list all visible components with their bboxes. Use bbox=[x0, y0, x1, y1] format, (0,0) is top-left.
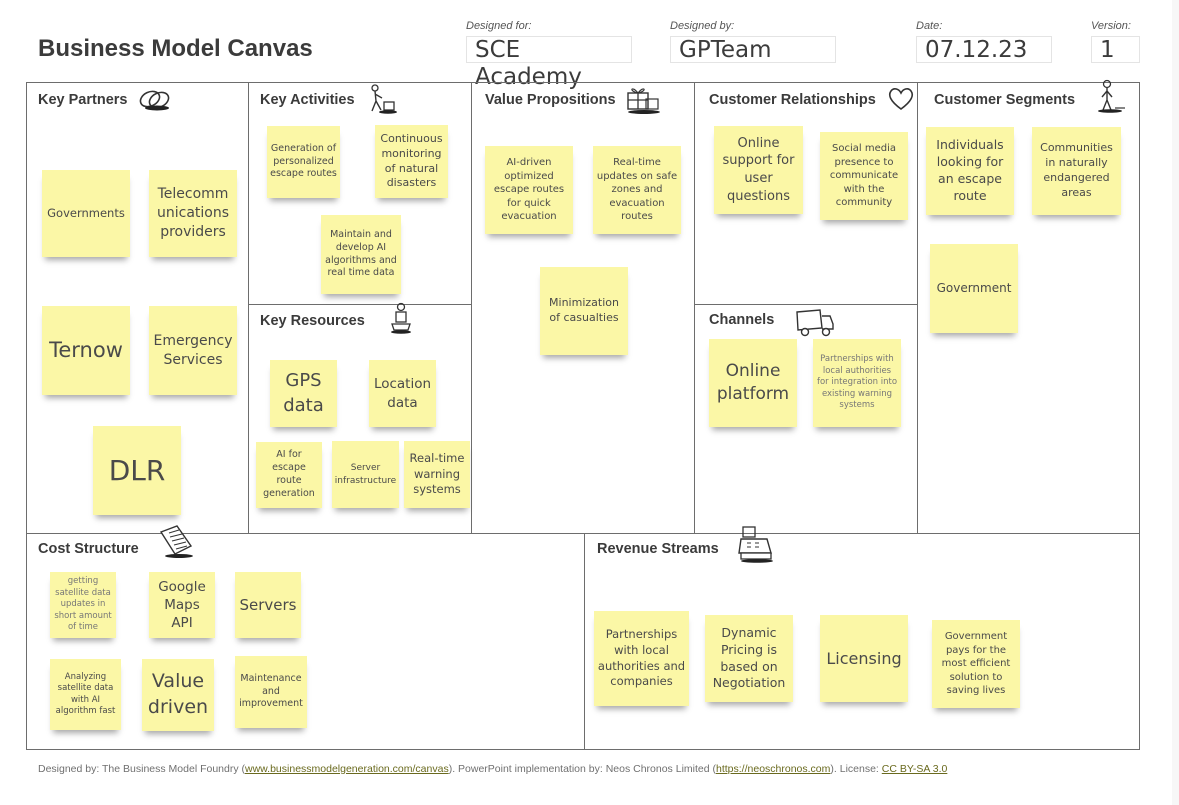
section-value-propositions: Value Propositions bbox=[485, 92, 616, 108]
sticky-note-location-data[interactable]: Location data bbox=[369, 360, 436, 427]
divider bbox=[26, 533, 1140, 534]
footer-text: ). License: bbox=[830, 763, 882, 775]
divider bbox=[584, 533, 585, 750]
delivery-truck-icon bbox=[796, 309, 834, 337]
footer-link-neoschronos[interactable]: https://neoschronos.com bbox=[716, 763, 831, 775]
sticky-note-government-pays[interactable]: Government pays for the most efficient s… bbox=[932, 620, 1020, 708]
section-key-partners: Key Partners bbox=[38, 92, 128, 108]
sticky-note-minimization-casualties[interactable]: Minimization of casualties bbox=[540, 267, 628, 355]
section-key-resources: Key Resources bbox=[260, 313, 365, 329]
business-model-canvas bbox=[26, 82, 1140, 750]
sticky-note-realtime-updates[interactable]: Real-time updates on safe zones and evac… bbox=[593, 146, 681, 234]
heart-icon bbox=[888, 88, 914, 110]
sticky-note-licensing[interactable]: Licensing bbox=[820, 615, 908, 702]
date-field[interactable]: 07.12.23 bbox=[916, 36, 1052, 63]
footer-credits: Designed by: The Business Model Foundry … bbox=[38, 763, 947, 775]
sticky-note-social-media[interactable]: Social media presence to communicate wit… bbox=[820, 132, 908, 220]
sticky-note-gps-data[interactable]: GPS data bbox=[270, 360, 337, 427]
divider bbox=[471, 82, 472, 533]
sticky-note-emergency-services[interactable]: Emergency Services bbox=[149, 306, 237, 395]
sticky-note-online-platform[interactable]: Online platform bbox=[709, 339, 797, 427]
designed-for-field[interactable]: SCE Academy bbox=[466, 36, 632, 90]
sticky-note-google-maps-api[interactable]: Google Maps API bbox=[149, 572, 215, 638]
sticky-note-realtime-warning[interactable]: Real-time warning systems bbox=[404, 441, 470, 508]
sticky-note-server-infrastructure[interactable]: Server infrastructure bbox=[332, 441, 399, 508]
version-label: Version: bbox=[1091, 20, 1131, 32]
section-channels: Channels bbox=[709, 312, 775, 328]
sticky-note-analyzing-satellite[interactable]: Analyzing satellite data with AI algorit… bbox=[50, 659, 121, 730]
divider bbox=[694, 82, 695, 533]
sticky-note-servers[interactable]: Servers bbox=[235, 572, 301, 638]
footer-link-license[interactable]: CC BY-SA 3.0 bbox=[881, 763, 948, 775]
cash-register-icon bbox=[738, 526, 773, 563]
sticky-note-telecom-providers[interactable]: Telecomm unications providers bbox=[149, 170, 237, 257]
section-customer-relationships: Customer Relationships bbox=[709, 92, 876, 108]
sticky-note-maintenance[interactable]: Maintenance and improvement bbox=[235, 656, 307, 728]
section-key-activities: Key Activities bbox=[260, 92, 355, 108]
page-title: Business Model Canvas bbox=[38, 35, 313, 62]
sticky-note-satellite-data[interactable]: getting satellite data updates in short … bbox=[50, 572, 116, 638]
sticky-note-generation-routes[interactable]: Generation of personalized escape routes bbox=[267, 126, 340, 198]
footer-link-businessmodel[interactable]: www.businessmodelgeneration.com/canvas bbox=[245, 763, 449, 775]
divider bbox=[694, 304, 917, 305]
section-revenue-streams: Revenue Streams bbox=[597, 541, 719, 557]
sticky-note-value-driven[interactable]: Value driven bbox=[142, 659, 214, 731]
sticky-note-maintain-ai[interactable]: Maintain and develop AI algorithms and r… bbox=[321, 215, 401, 294]
sticky-note-rev-partnerships[interactable]: Partnerships with local authorities and … bbox=[594, 611, 689, 706]
sticky-note-ai-escape-route[interactable]: AI for escape route generation bbox=[256, 442, 322, 508]
sticky-note-government[interactable]: Government bbox=[930, 244, 1018, 333]
divider bbox=[248, 304, 471, 305]
price-tag-icon bbox=[159, 525, 193, 558]
divider bbox=[248, 82, 249, 533]
sticky-note-governments[interactable]: Governments bbox=[42, 170, 130, 257]
chain-link-icon bbox=[139, 90, 170, 111]
designed-by-label: Designed by: bbox=[670, 20, 735, 32]
person-icon bbox=[1098, 79, 1125, 113]
sticky-note-partnerships-warning[interactable]: Partnerships with local authorities for … bbox=[813, 339, 901, 427]
sticky-note-dynamic-pricing[interactable]: Dynamic Pricing is based on Negotiation bbox=[705, 615, 793, 702]
sticky-note-ai-driven-routes[interactable]: AI-driven optimized escape routes for qu… bbox=[485, 146, 573, 234]
section-cost-structure: Cost Structure bbox=[38, 541, 139, 557]
right-scroll-gutter bbox=[1172, 0, 1179, 805]
designed-by-field[interactable]: GPTeam bbox=[670, 36, 836, 63]
designed-for-label: Designed for: bbox=[466, 20, 532, 32]
sticky-note-ternow[interactable]: Ternow bbox=[42, 306, 130, 395]
person-working-icon bbox=[371, 84, 397, 114]
sticky-note-communities[interactable]: Communities in naturally endangered area… bbox=[1032, 127, 1121, 215]
version-field[interactable]: 1 bbox=[1091, 36, 1140, 63]
gift-icon bbox=[627, 88, 660, 114]
sticky-note-online-support[interactable]: Online support for user questions bbox=[714, 126, 803, 214]
section-customer-segments: Customer Segments bbox=[934, 92, 1076, 108]
footer-text: ). PowerPoint implementation by: Neos Ch… bbox=[448, 763, 716, 775]
footer-text: Designed by: The Business Model Foundry … bbox=[38, 763, 245, 775]
sticky-note-monitoring-disasters[interactable]: Continuous monitoring of natural disaste… bbox=[375, 125, 448, 198]
date-label: Date: bbox=[916, 20, 943, 32]
divider bbox=[917, 82, 918, 533]
sticky-note-dlr[interactable]: DLR bbox=[93, 426, 181, 515]
sticky-note-individuals[interactable]: Individuals looking for an escape route bbox=[926, 127, 1014, 215]
worker-with-cart-icon bbox=[391, 302, 411, 334]
